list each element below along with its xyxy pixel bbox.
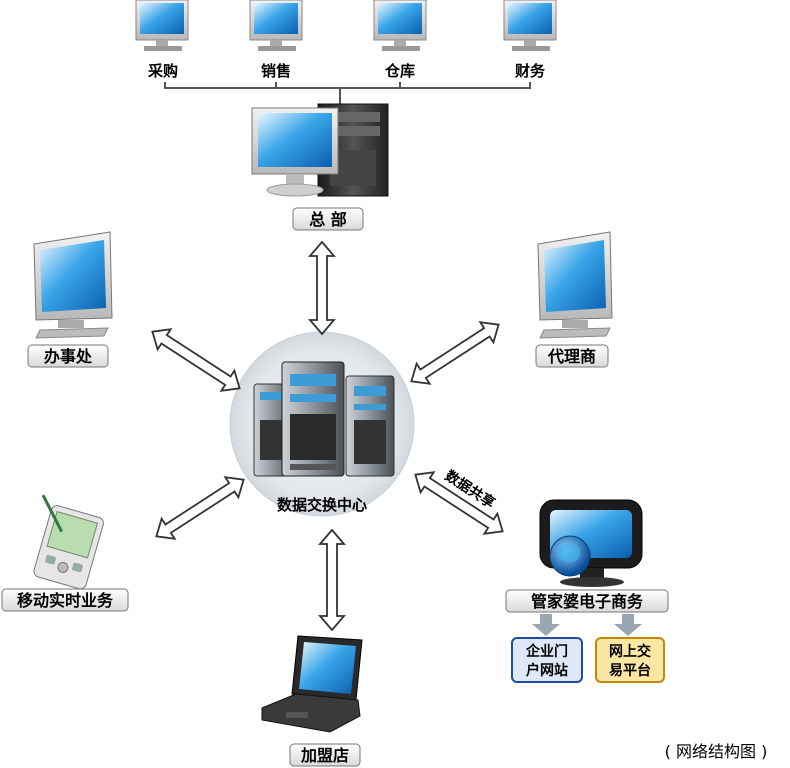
headquarters-label-box [292, 207, 364, 231]
agent-label-box [535, 344, 609, 368]
globe-icon [549, 535, 591, 577]
arrow-mobile-hub [155, 476, 245, 540]
enterprise-portal-line2: 户网站 [526, 662, 568, 679]
department-monitor-icon [503, 0, 557, 51]
mobile-label: 移动实时业务 [17, 591, 114, 610]
online-trade-box [595, 637, 665, 683]
office-label: 办事处 [44, 347, 93, 366]
laptop-icon [261, 635, 363, 733]
hub-label: 数据交换中心 [277, 496, 367, 514]
department-connector [164, 82, 531, 104]
department-monitor-icon [373, 0, 427, 51]
ecommerce-label: 管家婆电子商务 [531, 592, 644, 611]
department-label-finance: 财务 [515, 62, 546, 80]
enterprise-portal-line1: 企业门 [525, 643, 568, 660]
arrow-office-hub [151, 328, 241, 392]
headquarters-label: 总 部 [309, 210, 347, 229]
enterprise-portal-box [511, 637, 583, 683]
online-trade-line1: 网上交 [609, 643, 651, 660]
arrow-agent-hub [410, 321, 500, 385]
department-monitor-icon [135, 0, 189, 51]
agent-label: 代理商 [547, 347, 596, 366]
arrow-ecommerce-hub [414, 471, 504, 535]
franchise-label: 加盟店 [300, 746, 349, 765]
online-trade-line2: 易平台 [609, 662, 651, 679]
arrow-franchise-hub [318, 528, 346, 632]
diagram-caption: ( 网络结构图 ) [665, 742, 768, 761]
ecommerce-label-box [505, 589, 669, 613]
arrow-headquarters-hub [308, 240, 336, 336]
down-arrow-icon [532, 614, 560, 636]
office-label-box [27, 344, 109, 368]
department-label-warehouse: 仓库 [384, 62, 415, 80]
franchise-label-box [289, 743, 361, 767]
mobile-label-box [1, 588, 129, 612]
mobile-device-icon [33, 494, 104, 590]
down-arrow-icon [614, 614, 642, 636]
department-monitor-icon [249, 0, 303, 51]
agent-monitor-icon [537, 231, 613, 339]
office-monitor-icon [33, 231, 113, 339]
department-label-sales: 销售 [261, 62, 291, 80]
server-rack-icon [253, 361, 395, 477]
headquarters-computer-icon [251, 103, 389, 197]
department-label-purchase: 采购 [147, 62, 178, 80]
